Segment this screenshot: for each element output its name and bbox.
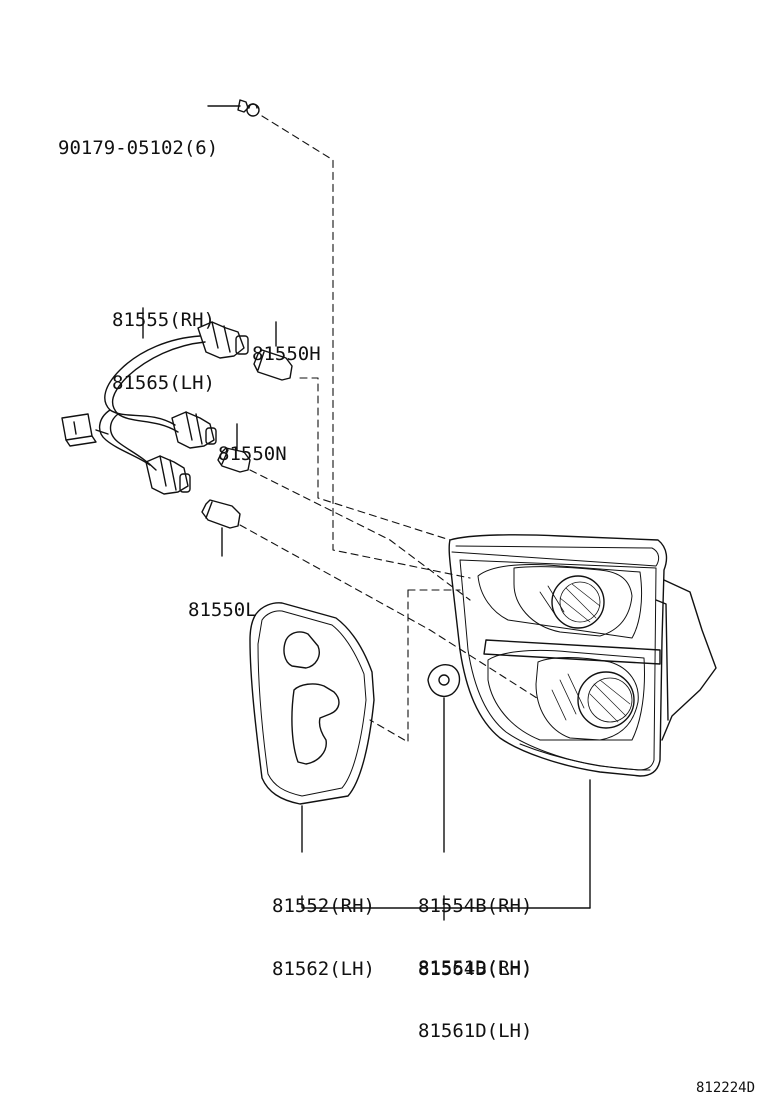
label-gasket: 81552(RH) 81562(LH) xyxy=(272,854,375,1001)
washer-icon xyxy=(427,664,461,853)
dashed-leader-lines xyxy=(239,115,541,743)
part-number-bulb-h: 81550H xyxy=(252,343,321,365)
screw-icon xyxy=(207,99,260,117)
label-washer: 81554B(RH) 81564B(LH) xyxy=(418,854,532,1001)
bracket-leader xyxy=(301,895,591,921)
label-lamp-assembly: 81551D(RH) 81561D(LH) xyxy=(418,916,532,1063)
part-number-washer-rh: 81554B(RH) xyxy=(418,895,533,917)
part-number-lamp-assembly-lh: 81561D(LH) xyxy=(418,1020,533,1042)
socket-wire-harness xyxy=(61,307,249,495)
diagram-reference-code: 812224D xyxy=(696,1080,756,1096)
label-socket-wire: 81555(RH) 81565(LH) xyxy=(112,268,215,415)
part-number-screw: 90179-05102(6) xyxy=(58,137,219,159)
label-bulb-n: 81550N xyxy=(218,402,287,486)
part-number-gasket-rh: 81552(RH) xyxy=(272,895,375,917)
label-screw: 90179-05102(6) xyxy=(58,96,218,180)
bulb-h-icon xyxy=(253,321,293,381)
tail-lamp-assembly-icon xyxy=(448,534,717,909)
part-number-bulb-l: 81550L xyxy=(188,599,257,621)
bulb-n-icon xyxy=(217,423,251,473)
part-number-lamp-assembly-rh: 81551D(RH) xyxy=(418,957,533,979)
part-number-socket-wire-lh: 81565(LH) xyxy=(112,372,215,394)
part-number-gasket-lh: 81562(LH) xyxy=(272,958,375,980)
bulb-l-icon xyxy=(201,499,241,557)
label-bulb-l: 81550L xyxy=(188,558,257,642)
label-bulb-h: 81550H xyxy=(252,302,321,386)
part-number-socket-wire-rh: 81555(RH) xyxy=(112,309,215,331)
part-number-washer-lh: 81564B(LH) xyxy=(418,958,533,980)
gasket-icon xyxy=(249,602,375,853)
part-number-bulb-n: 81550N xyxy=(218,443,287,465)
